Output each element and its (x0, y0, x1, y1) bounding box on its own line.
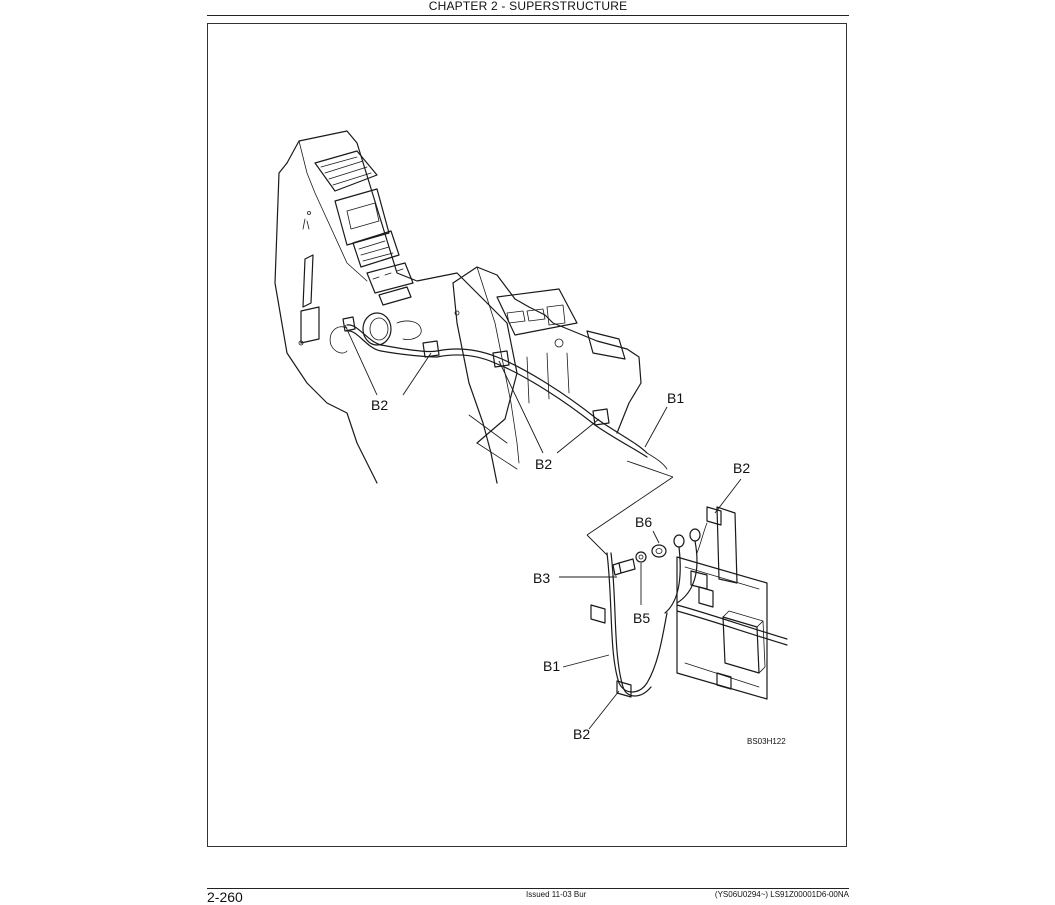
chapter-header: CHAPTER 2 - SUPERSTRUCTURE (428, 0, 628, 13)
header-rule (207, 15, 849, 16)
callout-labels: B2 B2 B1 B2 B6 B3 B5 B1 B2 BS03H122 (371, 390, 786, 746)
callout-b2-lower: B2 (573, 726, 590, 742)
wiring-illustration: B2 B2 B1 B2 B6 B3 B5 B1 B2 BS03H122 (274, 130, 788, 746)
callout-b2-upper-center: B2 (535, 456, 552, 472)
callout-b1-upper: B1 (667, 390, 684, 406)
callout-b6: B6 (635, 514, 652, 530)
figure-code: BS03H122 (747, 737, 786, 746)
issue-info: Issued 11-03 Bur (526, 890, 587, 899)
callout-leaders (344, 324, 742, 730)
callout-b3: B3 (533, 570, 550, 586)
callout-b2-upper-right: B2 (733, 460, 750, 476)
figure-frame (207, 23, 847, 847)
callout-b1-lower: B1 (543, 658, 560, 674)
document-code: (YS06U0294~) LS91Z00001D6-00NA (714, 890, 849, 899)
lower-detail-drawing (586, 460, 788, 700)
callout-b2-upper-left: B2 (371, 397, 388, 413)
callout-b5: B5 (633, 610, 650, 626)
footer-rule (207, 888, 849, 889)
page-number: 2-260 (207, 889, 243, 905)
cab-console-drawing (274, 130, 642, 484)
